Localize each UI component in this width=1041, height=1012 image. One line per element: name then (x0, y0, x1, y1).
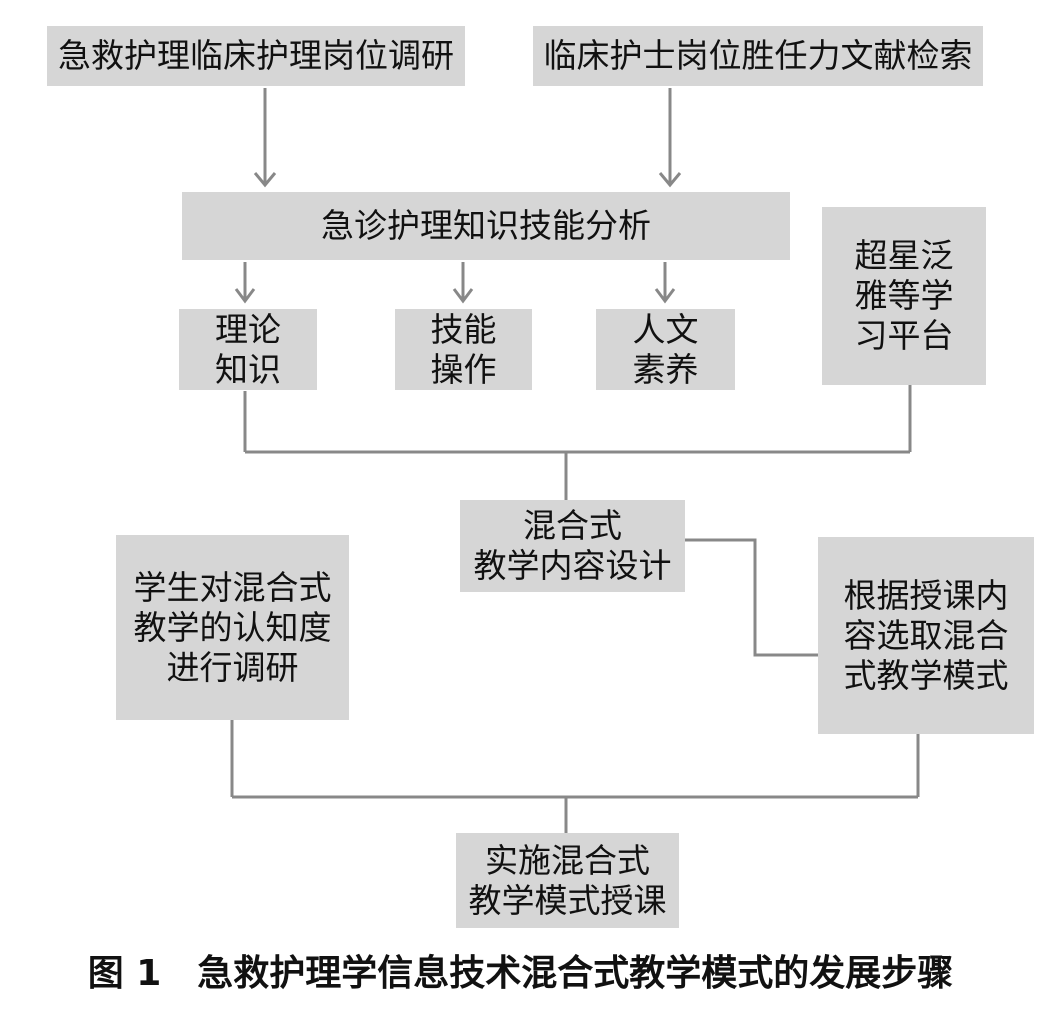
survey-box: 急救护理临床护理岗位调研 (47, 26, 465, 86)
implement-box: 实施混合式 教学模式授课 (456, 833, 679, 928)
mode-select-box: 根据授课内 容选取混合 式教学模式 (818, 537, 1034, 734)
content-design-box: 混合式 教学内容设计 (460, 500, 685, 592)
figure-caption: 图 1 急救护理学信息技术混合式教学模式的发展步骤 (87, 953, 954, 994)
line-design-to-mode (685, 538, 818, 657)
analysis-box: 急诊护理知识技能分析 (182, 192, 790, 260)
literature-box: 临床护士岗位胜任力文献检索 (533, 26, 983, 86)
humanity-box: 人文 素养 (596, 309, 735, 390)
theory-box: 理论 知识 (179, 309, 317, 390)
platform-box: 超星泛 雅等学 习平台 (822, 207, 986, 385)
student-survey-box: 学生对混合式 教学的认知度 进行调研 (116, 535, 349, 720)
skill-box: 技能 操作 (395, 309, 532, 390)
